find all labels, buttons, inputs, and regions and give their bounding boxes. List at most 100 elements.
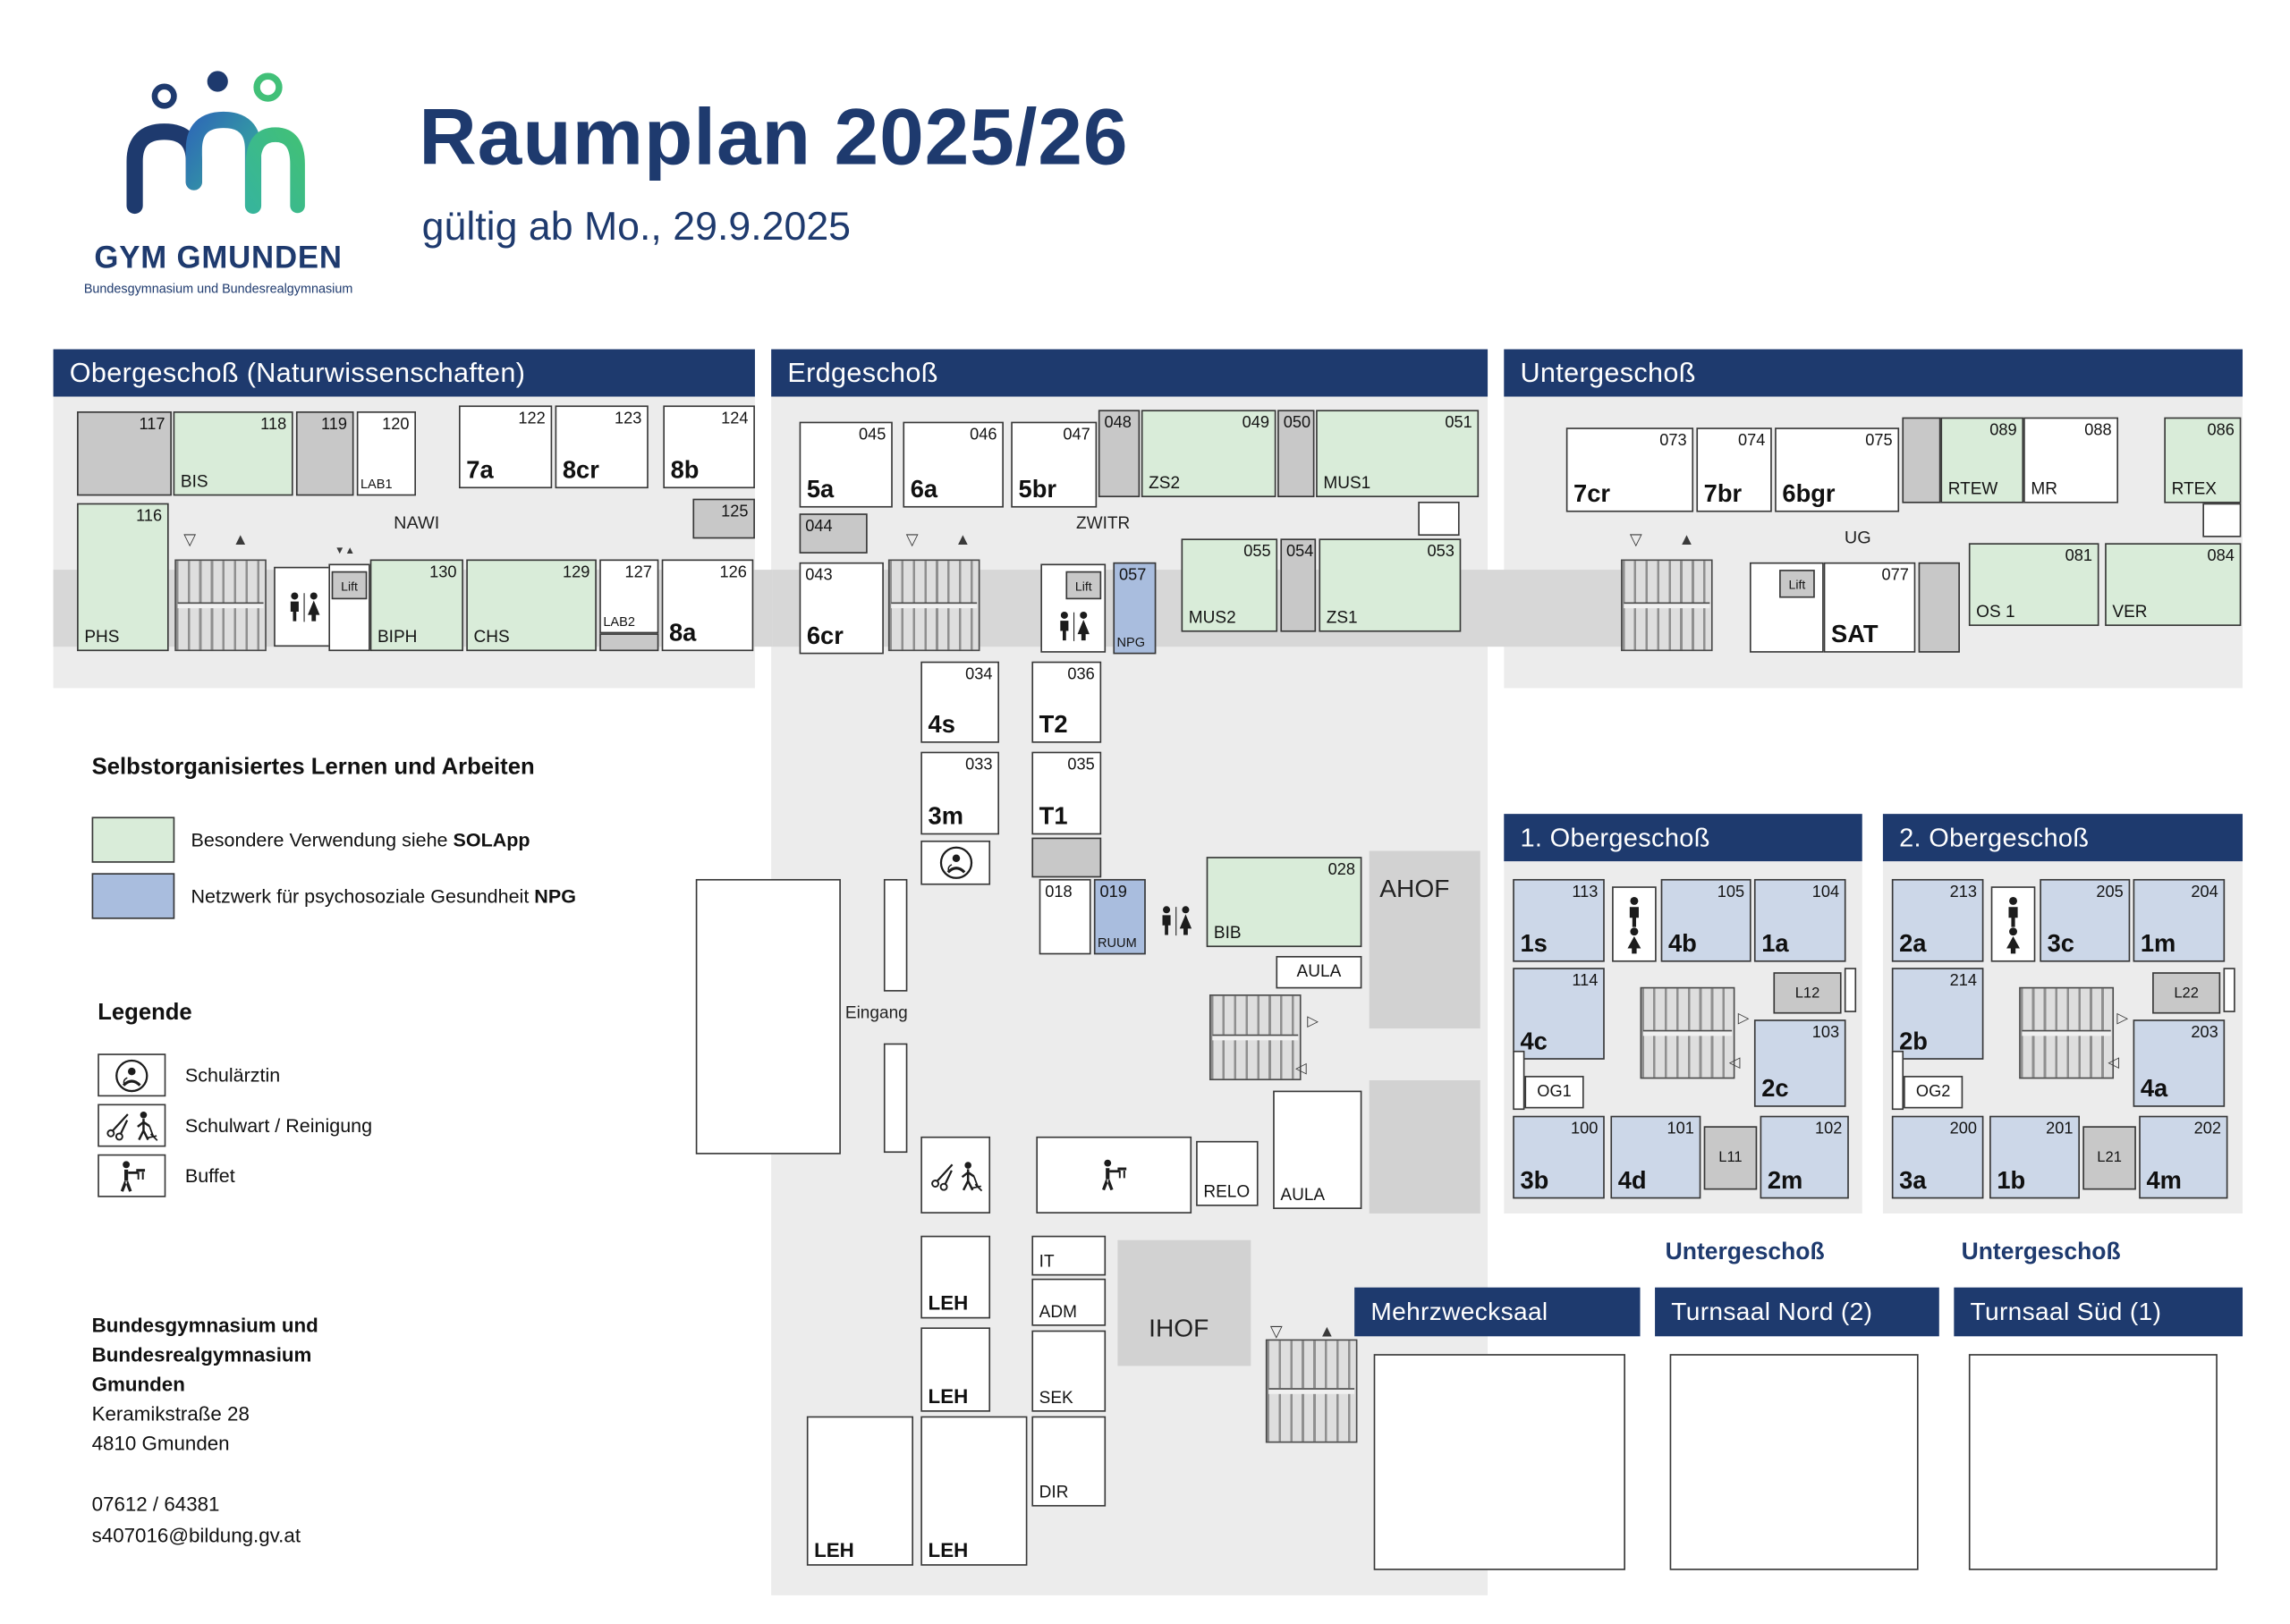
room-number: 074 <box>1737 431 1766 450</box>
contact-email: s407016@bildung.gv.at <box>91 1524 301 1547</box>
room-box <box>1968 1354 2218 1570</box>
room-number: 130 <box>429 562 457 581</box>
room-label: 4d <box>1617 1167 1647 1195</box>
room-number: 028 <box>1327 860 1355 879</box>
room-label: NPG <box>1116 634 1146 650</box>
arrow-marker: ◁ <box>2108 1054 2120 1072</box>
room-label: 2a <box>1899 930 1927 958</box>
wc-icon <box>1149 888 1202 953</box>
room-number: 200 <box>1949 1119 1977 1138</box>
room-number: 120 <box>382 415 410 434</box>
room-label: 4s <box>928 711 955 739</box>
room-box <box>883 878 908 992</box>
room-number: 127 <box>624 562 652 581</box>
courtyard <box>1369 1080 1480 1214</box>
npg-blue-swatch <box>91 873 175 919</box>
label-ihof: IHOF <box>1149 1314 1209 1342</box>
legend-title: Legende <box>98 1000 192 1026</box>
tnord-header: Turnsaal Nord (2) <box>1655 1287 1939 1337</box>
room-number: 050 <box>1283 413 1311 432</box>
room-number: 034 <box>965 664 993 683</box>
room-number: 102 <box>1815 1119 1843 1138</box>
room-054: 054 <box>1280 538 1317 632</box>
contact-line-bold: Gmunden <box>91 1373 185 1396</box>
room-box <box>883 1043 908 1154</box>
room-number: 053 <box>1427 542 1455 561</box>
room-label: 1m <box>2140 930 2176 958</box>
room-box <box>1031 837 1102 878</box>
room-label: AULA <box>1296 963 1342 982</box>
contact-line-bold: Bundesrealgymnasium <box>91 1343 312 1366</box>
room-number: 049 <box>1242 413 1269 432</box>
courtyard <box>1369 850 1480 1029</box>
room-label: 6a <box>910 476 938 503</box>
room-box <box>695 878 841 1155</box>
room-label: ZS2 <box>1149 474 1181 493</box>
room-number: 077 <box>1881 565 1909 584</box>
room-lift: Lift <box>331 571 368 600</box>
og1-header: 1. Obergeschoß <box>1504 814 1862 862</box>
buffet-icon <box>98 1154 166 1197</box>
room-label: 2c <box>1761 1076 1789 1103</box>
sol-item-bold: SOLApp <box>453 828 530 851</box>
room-number: 055 <box>1243 542 1271 561</box>
room-label: 7a <box>466 457 494 485</box>
sol-item-bold: NPG <box>534 884 576 908</box>
eg-header: Erdgeschoß <box>771 349 1488 397</box>
room-leh: LEH <box>920 1327 991 1412</box>
room-box <box>599 633 659 652</box>
room-box <box>1844 968 1857 1012</box>
room-number: 203 <box>2191 1023 2218 1042</box>
room-it: IT <box>1031 1235 1107 1276</box>
courtyard <box>1117 1239 1251 1366</box>
room-label: RTEW <box>1947 479 1998 498</box>
ug-header: Untergeschoß <box>1504 349 2243 397</box>
room-label: T2 <box>1039 711 1068 739</box>
room-number: 100 <box>1570 1119 1599 1138</box>
label-ug: UG <box>1844 527 1871 548</box>
og-nawi-header: Obergeschoß (Naturwissenschaften) <box>53 349 755 397</box>
room-number: 057 <box>1119 565 1147 584</box>
room-label: L12 <box>1794 985 1820 1002</box>
room-number: 202 <box>2193 1119 2222 1138</box>
room-label: BIS <box>180 472 208 491</box>
room-label: PHS <box>84 628 120 647</box>
room-label: LEH <box>814 1538 854 1561</box>
room-number: 081 <box>2065 546 2093 565</box>
sol-section: Selbstorganisiertes Lernen und Arbeiten … <box>91 755 729 929</box>
room-box <box>1891 1050 1904 1111</box>
room-dir: DIR <box>1031 1416 1107 1507</box>
room-label: BIPH <box>377 628 418 647</box>
room-label: IT <box>1039 1252 1055 1271</box>
sol-item: Netzwerk für psychosoziale Gesundheit NP… <box>91 873 729 919</box>
room-number: 126 <box>719 562 747 581</box>
sol-item-text: Netzwerk für psychosoziale Gesundheit NP… <box>191 885 575 908</box>
room-og1: OG1 <box>1524 1076 1584 1109</box>
room-label: 3b <box>1520 1167 1549 1195</box>
room-number: 019 <box>1099 883 1127 901</box>
room-050: 050 <box>1277 410 1315 498</box>
page-title: Raumplan 2025/26 <box>419 93 1129 182</box>
